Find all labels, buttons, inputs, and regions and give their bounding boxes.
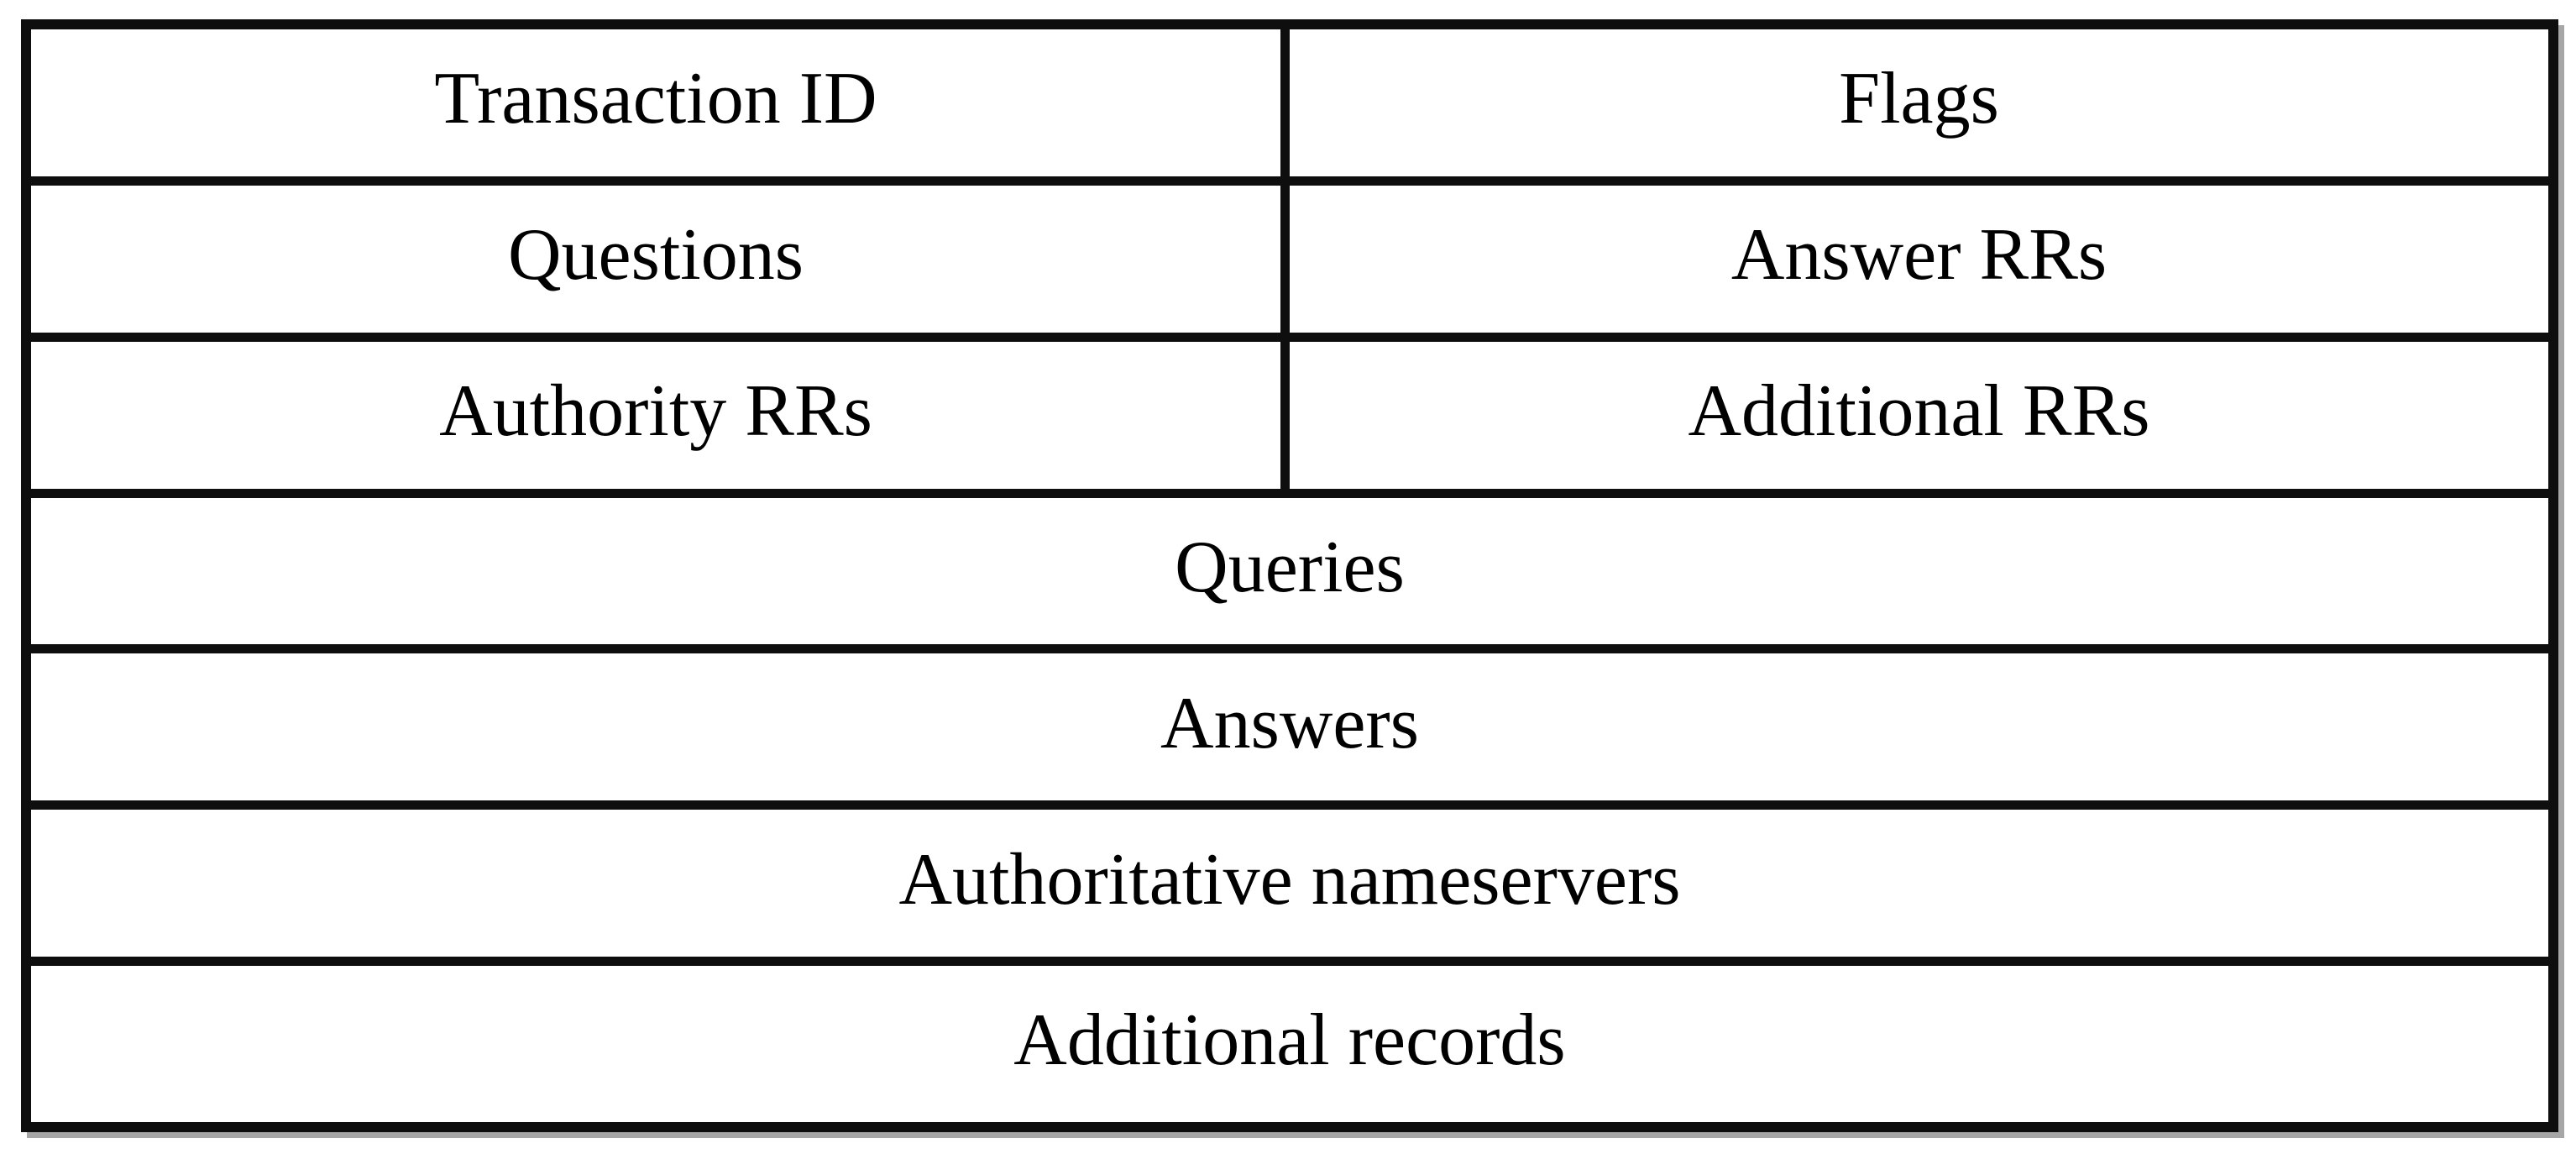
answers-label: Answers [1160, 682, 1419, 764]
cell-queries: Queries [31, 497, 2548, 654]
cell-answers: Answers [31, 653, 2548, 810]
authoritative-nameservers-label: Authoritative nameservers [898, 838, 1681, 921]
cell-questions: Questions [31, 185, 1290, 342]
cell-authoritative-nameservers: Authoritative nameservers [31, 810, 2548, 967]
queries-label: Queries [1175, 526, 1405, 608]
cell-flags: Flags [1290, 29, 2548, 186]
cell-authority-rrs: Authority RRs [31, 341, 1290, 498]
cell-additional-records: Additional records [31, 966, 2548, 1122]
additional-rrs-label: Additional RRs [1688, 370, 2150, 453]
additional-records-label: Additional records [1013, 999, 1566, 1082]
cell-additional-rrs: Additional RRs [1290, 341, 2548, 498]
authority-rrs-label: Authority RRs [439, 370, 872, 453]
cell-answer-rrs: Answer RRs [1290, 185, 2548, 342]
answer-rrs-label: Answer RRs [1730, 214, 2107, 296]
dns-message-table: Transaction ID Flags Questions Answer RR… [21, 19, 2558, 1132]
questions-label: Questions [508, 214, 804, 296]
flags-label: Flags [1839, 58, 1999, 140]
cell-transaction-id: Transaction ID [31, 29, 1290, 186]
transaction-id-label: Transaction ID [434, 58, 877, 140]
